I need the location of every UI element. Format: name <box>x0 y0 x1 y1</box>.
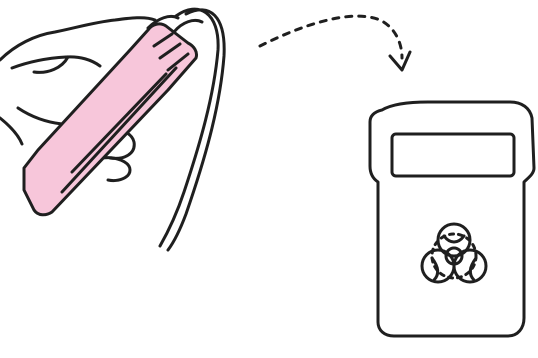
pink-device <box>22 14 204 217</box>
sharps-container <box>368 100 536 338</box>
dashed-curved-arrow-icon <box>258 14 412 72</box>
tubing <box>158 7 226 252</box>
container-opening <box>390 132 516 178</box>
biohazard-icon <box>420 222 488 284</box>
